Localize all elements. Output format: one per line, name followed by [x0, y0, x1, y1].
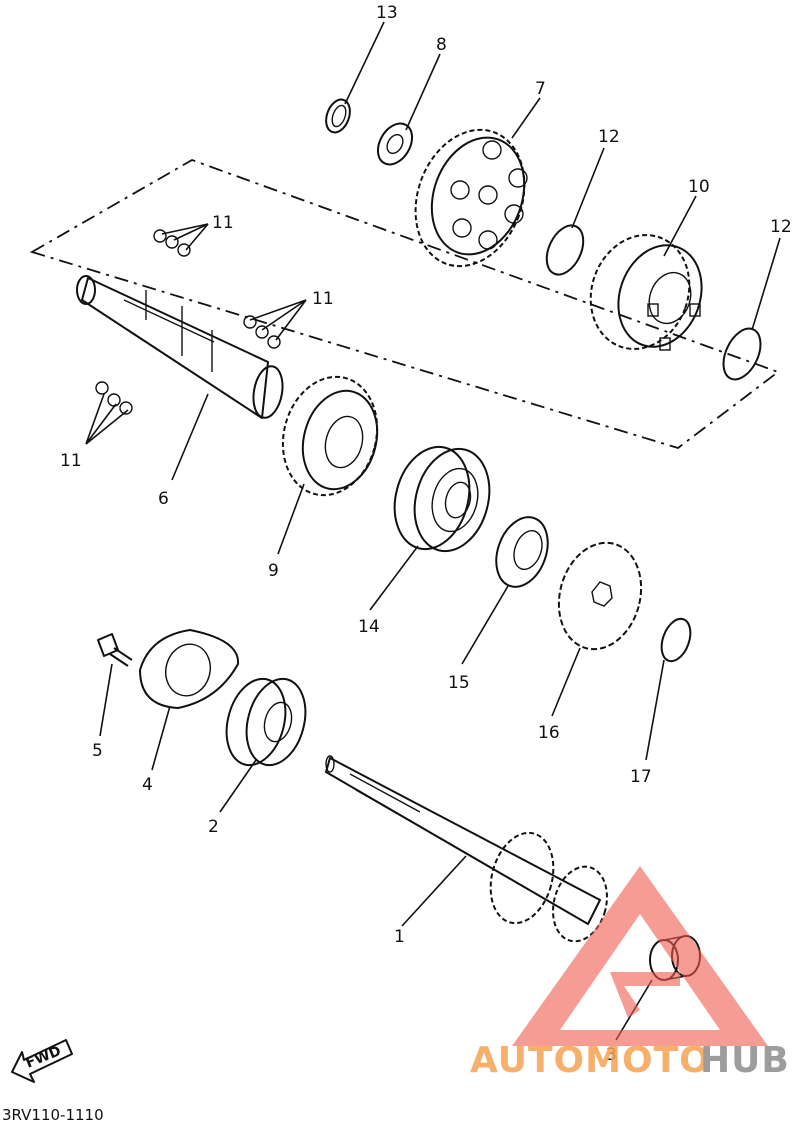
- watermark-text-hub: HUB: [700, 1040, 790, 1081]
- part-10-gear: [589, 234, 703, 351]
- label-13: 13: [376, 3, 398, 23]
- label-1: 1: [394, 927, 405, 947]
- part-7-gear: [414, 128, 528, 268]
- label-11-middle: 11: [312, 289, 334, 309]
- label-3: 3: [606, 1045, 617, 1065]
- label-7: 7: [535, 79, 546, 99]
- part-11-balls-top: [153, 229, 191, 257]
- part-16-sprocket: [557, 541, 643, 651]
- part-5-bolt: [97, 633, 133, 667]
- part-12-circlip-upper: [545, 224, 585, 276]
- label-11-lower: 11: [60, 451, 82, 471]
- part-1-main-axle: [325, 755, 608, 943]
- label-11-top: 11: [212, 213, 234, 233]
- label-16: 16: [538, 723, 560, 743]
- part-13-circlip: [325, 98, 351, 134]
- label-17: 17: [630, 767, 652, 787]
- part-9-gear: [281, 375, 379, 497]
- label-9: 9: [268, 561, 279, 581]
- subassembly-boundary: [29, 159, 780, 449]
- part-4-retainer-plate: [139, 629, 240, 709]
- label-4: 4: [142, 775, 153, 795]
- part-11-balls-lower: [95, 381, 133, 415]
- label-12-upper: 12: [598, 127, 620, 147]
- label-14: 14: [358, 617, 380, 637]
- label-10: 10: [688, 177, 710, 197]
- part-12-circlip-lower: [722, 327, 762, 381]
- leader-lines: [85, 21, 781, 1041]
- watermark: AUTOMOTO HUB: [470, 866, 790, 1081]
- label-5: 5: [92, 741, 103, 761]
- part-11-balls-middle: [243, 315, 281, 349]
- fwd-arrow-icon: FWD: [11, 1039, 73, 1083]
- part-15-oil-seal: [495, 516, 549, 588]
- part-14-bearing: [393, 445, 491, 553]
- label-8: 8: [436, 35, 447, 55]
- part-2-bearing: [225, 677, 307, 767]
- label-2: 2: [208, 817, 219, 837]
- watermark-text-automoto: AUTOMOTO: [470, 1040, 711, 1081]
- part-6-shaft: [76, 275, 284, 419]
- label-12-lower: 12: [770, 217, 792, 237]
- watermark-triangle-logo: [512, 866, 768, 1046]
- part-8-washer: [376, 122, 414, 166]
- drawing-code: 3RV110-1110: [2, 1106, 104, 1124]
- label-6: 6: [158, 489, 169, 509]
- part-17-circlip: [660, 617, 692, 663]
- label-15: 15: [448, 673, 470, 693]
